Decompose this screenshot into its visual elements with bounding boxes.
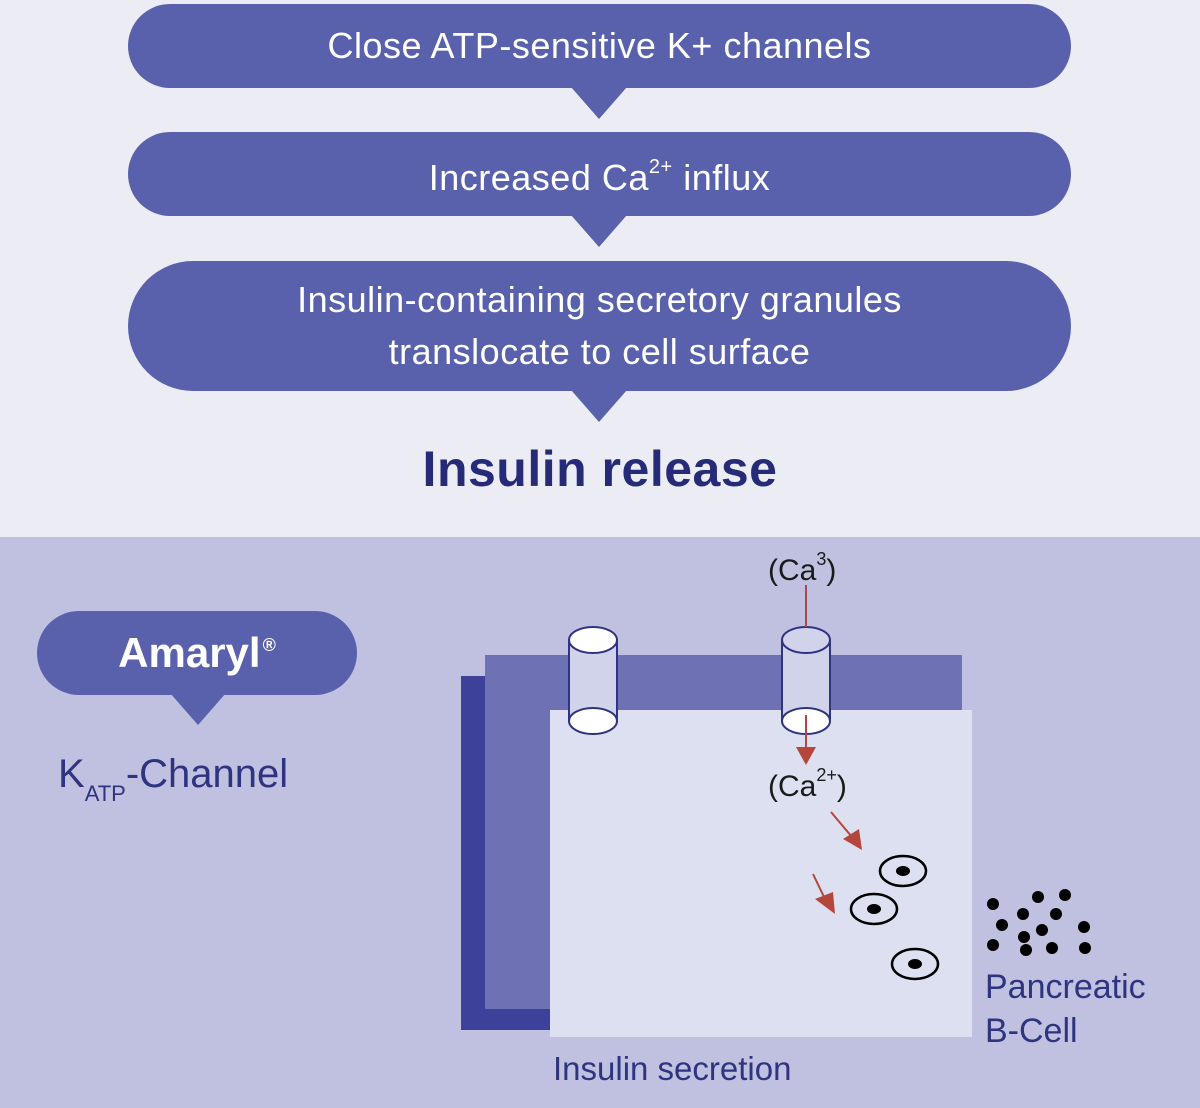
superscript-charge: 3	[816, 549, 827, 569]
target-suffix: -Channel	[125, 752, 289, 796]
flow-step-close-katp: Close ATP-sensitive K+ channels	[128, 4, 1071, 88]
drug-name: Amaryl	[118, 629, 261, 676]
insulin-dot	[1050, 908, 1062, 920]
cell-type-line: B-Cell	[985, 1012, 1078, 1050]
insulin-dot	[1059, 889, 1071, 901]
label-text: )	[836, 770, 847, 803]
label-text: (Ca	[768, 770, 817, 803]
flow-arrow-pointer	[571, 215, 627, 247]
cell-type-line: Pancreatic	[985, 968, 1146, 1006]
arrow-down-icon	[796, 715, 816, 765]
flow-step-text: Insulin-containing secretory granules tr…	[297, 274, 902, 378]
flow-step-text: Close ATP-sensitive K+ channels	[327, 25, 872, 66]
drug-target-label: KATP-Channel	[58, 752, 289, 806]
insulin-dot	[987, 939, 999, 951]
secretory-granule-icon	[849, 892, 899, 926]
flow-step-line: translocate to cell surface	[388, 331, 811, 372]
insulin-dot	[1018, 931, 1030, 943]
registered-mark: ®	[262, 634, 276, 655]
insulin-dot	[1020, 944, 1032, 956]
insulin-dot	[1017, 908, 1029, 920]
secretory-granule-icon	[878, 854, 928, 888]
flow-arrow-pointer	[571, 87, 627, 119]
mechanism-flow-section: Close ATP-sensitive K+ channels Increase…	[0, 0, 1200, 537]
drug-name-bubble: Amaryl®	[37, 611, 357, 695]
secretory-granule-icon	[890, 947, 940, 981]
target-main: K	[58, 752, 85, 796]
flow-step-text-suffix: influx	[672, 156, 771, 198]
insulin-dot	[1036, 924, 1048, 936]
arrow-diagonal-icon	[830, 811, 862, 850]
flow-arrow-pointer	[571, 390, 627, 422]
insulin-molecules-cluster	[987, 889, 1091, 956]
arrow-diagonal-icon	[812, 873, 835, 914]
superscript-charge: 2+	[648, 155, 673, 178]
drug-bubble-pointer	[170, 693, 226, 725]
flow-result-heading: Insulin release	[422, 441, 778, 497]
label-text: (Ca	[768, 554, 817, 587]
label-text: )	[826, 554, 837, 587]
flow-step-text-prefix: Increased Ca	[428, 156, 649, 198]
insulin-dot	[1079, 942, 1091, 954]
insulin-dot	[987, 898, 999, 910]
superscript-charge: 2+	[816, 765, 837, 785]
diagram-caption: Insulin secretion	[553, 1050, 792, 1087]
insulin-dot	[1078, 921, 1090, 933]
flow-step-calcium-influx: Increased Ca2+ influx	[128, 132, 1071, 216]
target-subscript: ATP	[84, 781, 126, 806]
flow-step-text: Increased Ca2+ influx	[429, 146, 770, 203]
insulin-dot	[1046, 942, 1058, 954]
katp-channel-icon	[568, 626, 618, 735]
beta-cell-illustration	[461, 585, 1091, 1037]
insulin-dot	[996, 919, 1008, 931]
flow-step-line: Insulin-containing secretory granules	[297, 279, 902, 320]
insulin-dot	[1032, 891, 1044, 903]
calcium-extracellular-label: (Ca3)	[768, 549, 837, 588]
cell-type-label: Pancreatic B-Cell	[985, 965, 1146, 1053]
flow-step-granule-translocation: Insulin-containing secretory granules tr…	[128, 261, 1071, 391]
calcium-intracellular-label: (Ca2+)	[768, 765, 847, 804]
